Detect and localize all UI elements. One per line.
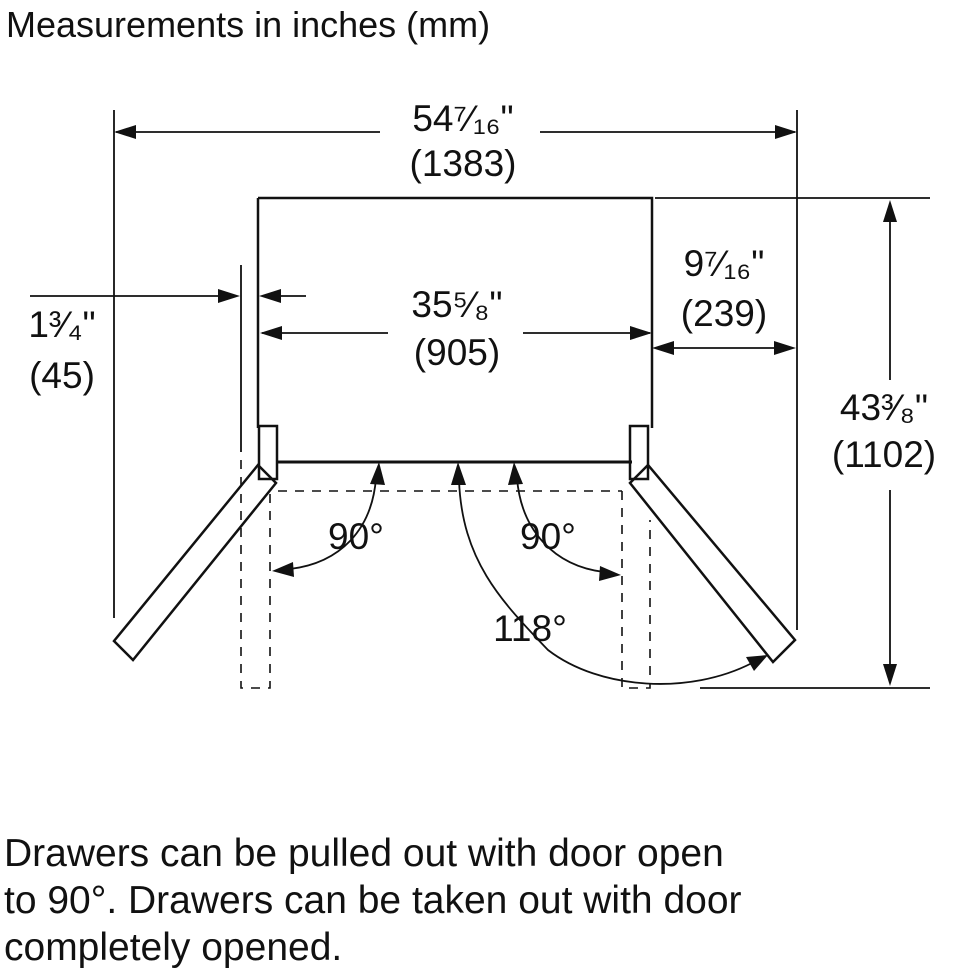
depth-arrow-bottom — [883, 664, 897, 686]
side-clearance-arrow-left — [218, 289, 240, 303]
right-door — [628, 463, 797, 664]
full-open-arrow-top — [451, 462, 466, 485]
left-door-90-dashed — [240, 460, 271, 689]
note-line-2: to 90°. Drawers can be taken out with do… — [4, 879, 742, 922]
right-hinge — [628, 424, 650, 481]
total-width-inches: 54⁷⁄₁₆" — [412, 98, 513, 139]
cabinet-width-arrow-left — [260, 326, 282, 340]
side-clearance-inches: 1³⁄₄" — [28, 304, 95, 345]
total-width-arrow-right — [775, 125, 797, 139]
door-clearance-mm: (239) — [681, 293, 767, 334]
left-90-arc — [289, 477, 377, 570]
right-90-arrow-top — [508, 462, 523, 485]
cabinet-width-arrow-right — [630, 326, 652, 340]
right-door-90-dashed — [621, 491, 651, 689]
total-width-arrow-left — [114, 125, 136, 139]
side-clearance-mm: (45) — [29, 355, 95, 396]
door-clearance-inches: 9⁷⁄₁₆" — [684, 243, 765, 284]
right-90-arrow-right — [599, 566, 621, 581]
full-open-label: 118° — [493, 608, 567, 649]
cabinet-outline — [256, 196, 654, 428]
door-clearance-arrow-right — [774, 341, 796, 355]
left-90-arrow-top — [370, 462, 385, 485]
note-line-1: Drawers can be pulled out with door open — [4, 832, 724, 875]
side-clearance-arrow-right — [259, 289, 281, 303]
cabinet-width-inches: 35⁵⁄₈" — [411, 284, 502, 325]
diagram-title: Measurements in inches (mm) — [6, 4, 490, 45]
door-clearance-arrow-left — [652, 341, 674, 355]
total-width-mm: (1383) — [410, 143, 517, 184]
left-door — [112, 463, 278, 662]
cabinet-width-mm: (905) — [414, 332, 500, 373]
left-90-arrow-left — [272, 562, 294, 577]
depth-inches: 43³⁄₈" — [840, 387, 928, 428]
full-open-arrow-right — [746, 655, 768, 671]
left-hinge — [257, 424, 279, 481]
depth-arrow-top — [883, 200, 897, 222]
right-90-label: 90° — [520, 516, 576, 557]
right-90-arc — [516, 477, 605, 573]
left-90-label: 90° — [328, 516, 384, 557]
depth-mm: (1102) — [832, 434, 936, 475]
note-line-3: completely opened. — [4, 926, 342, 969]
full-open-arc — [458, 479, 753, 685]
